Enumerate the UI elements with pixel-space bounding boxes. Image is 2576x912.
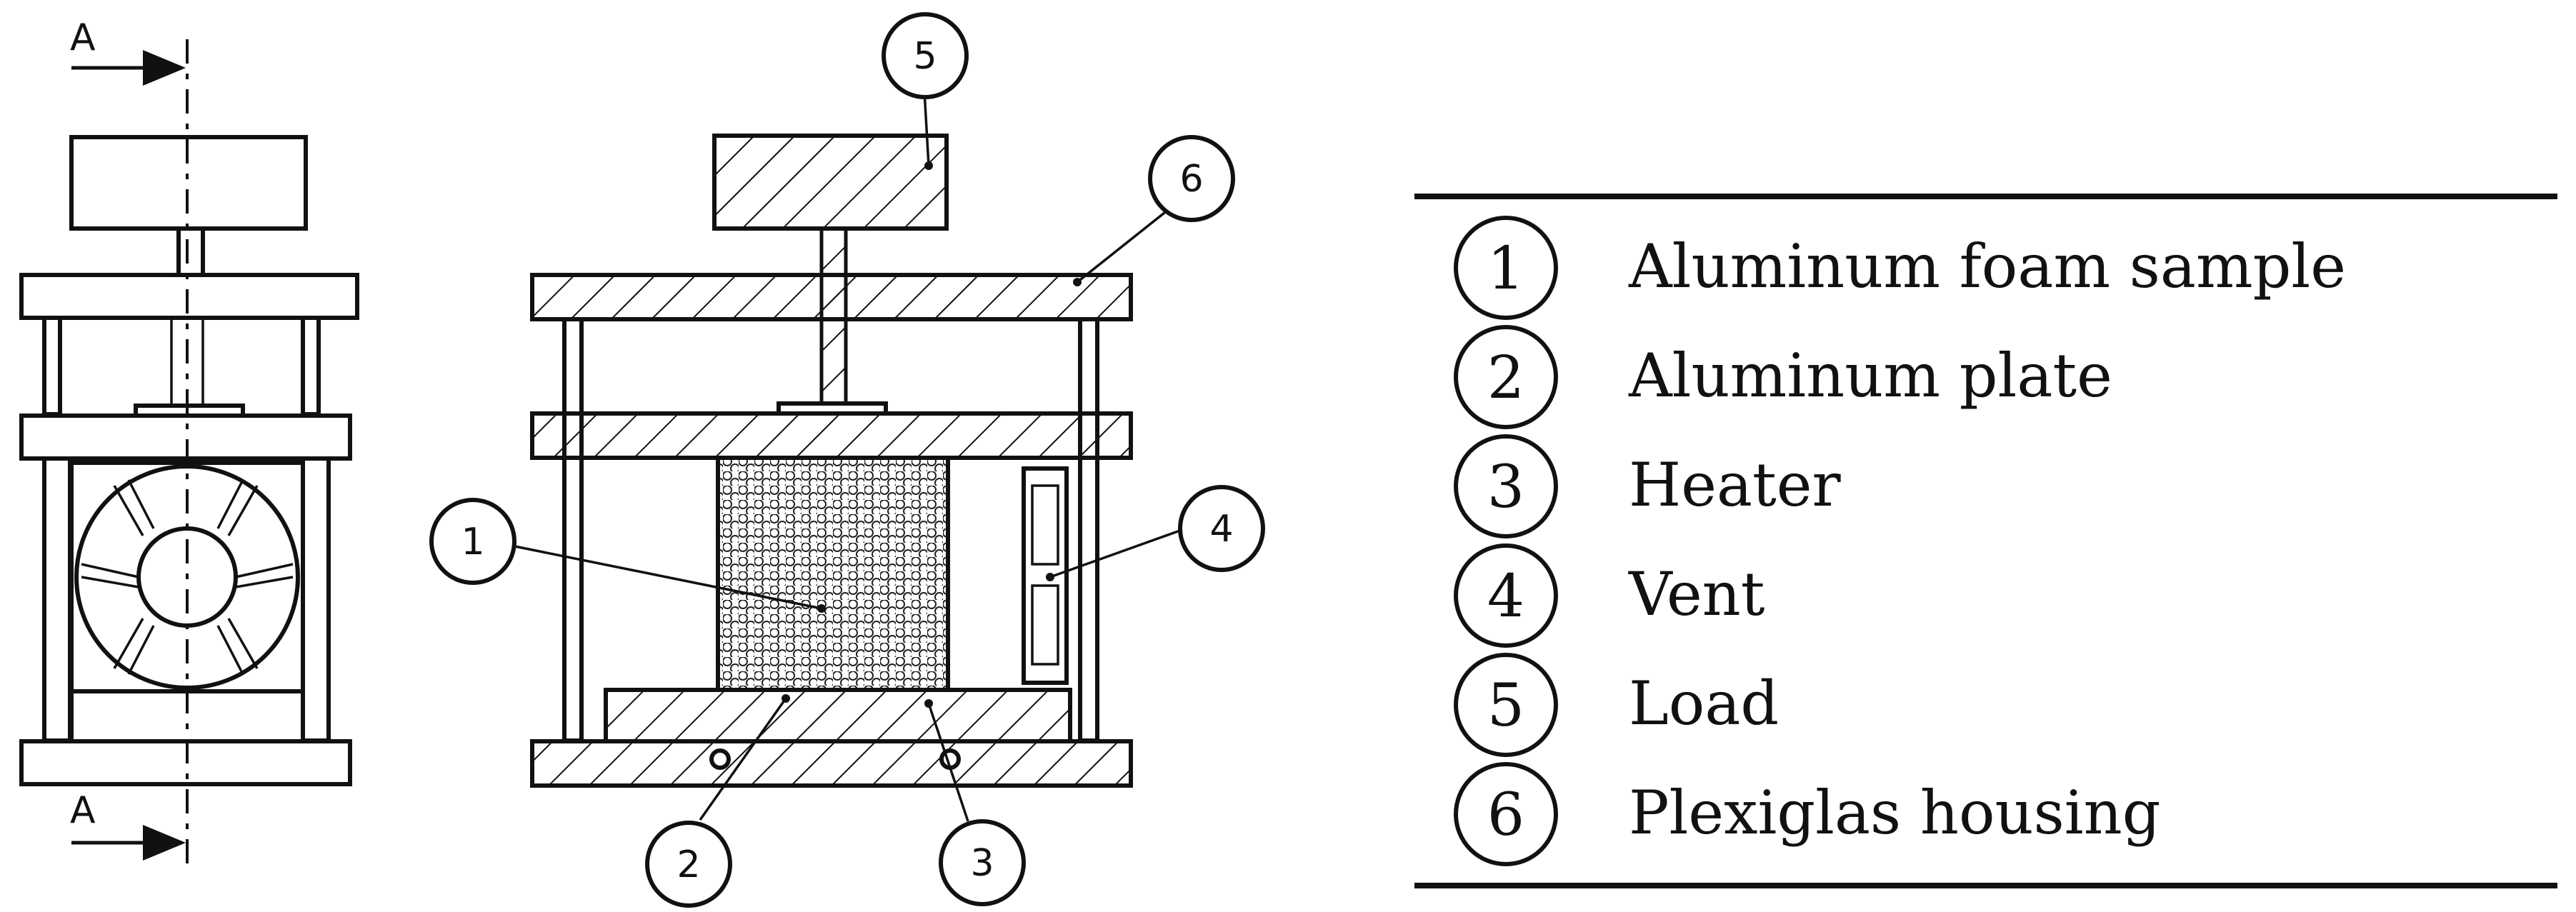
housing-post-left bbox=[562, 317, 584, 743]
svg-text:6: 6 bbox=[1179, 158, 1203, 201]
svg-text:1: 1 bbox=[1487, 235, 1524, 303]
svg-text:Aluminum foam sample: Aluminum foam sample bbox=[1628, 231, 2346, 301]
svg-text:Plexiglas housing: Plexiglas housing bbox=[1629, 778, 2160, 848]
vent bbox=[1022, 466, 1069, 685]
callout-6: 6 bbox=[1148, 135, 1235, 222]
callout-3: 3 bbox=[939, 819, 1026, 906]
svg-text:2: 2 bbox=[677, 843, 700, 886]
side-view: A A bbox=[19, 16, 359, 864]
section-view bbox=[530, 134, 1133, 788]
svg-text:4: 4 bbox=[1209, 508, 1233, 551]
foam-sample bbox=[716, 456, 950, 692]
callout-leaders bbox=[504, 91, 1187, 822]
leader-dots bbox=[782, 161, 1082, 708]
callout-5: 5 bbox=[882, 12, 969, 99]
svg-text:3: 3 bbox=[970, 842, 994, 885]
housing-middle-plate bbox=[530, 411, 1133, 460]
svg-text:Load: Load bbox=[1629, 668, 1779, 738]
side-fan-blades bbox=[81, 479, 294, 675]
legend-table: 1 Aluminum foam sample 2 Aluminum plate … bbox=[1414, 194, 2557, 888]
side-load-rod bbox=[176, 226, 205, 281]
legend-row: 4 Vent bbox=[1454, 543, 1765, 648]
side-fan-ring-outer bbox=[74, 464, 300, 690]
svg-text:Aluminum plate: Aluminum plate bbox=[1628, 341, 2112, 411]
side-post-right-upper bbox=[301, 316, 321, 416]
legend-row: 5 Load bbox=[1454, 653, 1779, 757]
vent-slot-upper bbox=[1031, 484, 1059, 566]
callout-1: 1 bbox=[429, 498, 516, 585]
svg-text:5: 5 bbox=[913, 35, 937, 78]
svg-text:6: 6 bbox=[1487, 781, 1524, 849]
legend-row: 2 Aluminum plate bbox=[1454, 325, 2112, 429]
load-block bbox=[712, 134, 949, 231]
svg-text:Heater: Heater bbox=[1629, 450, 1842, 520]
side-post-right-lower bbox=[301, 456, 331, 743]
callout-2: 2 bbox=[645, 821, 732, 908]
housing-post-right bbox=[1078, 317, 1099, 743]
side-post-left-lower bbox=[42, 456, 72, 743]
aluminum-plate bbox=[604, 688, 1072, 743]
svg-text:1: 1 bbox=[461, 521, 484, 563]
housing-bottom-plate bbox=[530, 739, 1133, 788]
svg-text:5: 5 bbox=[1487, 672, 1524, 740]
side-post-left-upper bbox=[42, 316, 62, 416]
section-mark-bottom: A bbox=[70, 789, 96, 832]
svg-text:3: 3 bbox=[1487, 454, 1524, 521]
vent-slot-lower bbox=[1031, 584, 1059, 666]
legend-row: 3 Heater bbox=[1454, 434, 1842, 538]
section-mark-top: A bbox=[70, 16, 96, 59]
svg-text:4: 4 bbox=[1487, 563, 1524, 631]
heater-element-left bbox=[709, 748, 731, 770]
callout-4: 4 bbox=[1178, 485, 1265, 572]
svg-text:Vent: Vent bbox=[1628, 559, 1765, 629]
svg-text:2: 2 bbox=[1487, 344, 1524, 412]
housing-top-plate bbox=[530, 273, 1133, 321]
legend-row: 1 Aluminum foam sample bbox=[1454, 216, 2346, 320]
side-top-plate bbox=[19, 273, 359, 320]
legend-row: 6 Plexiglas housing bbox=[1454, 762, 2160, 866]
